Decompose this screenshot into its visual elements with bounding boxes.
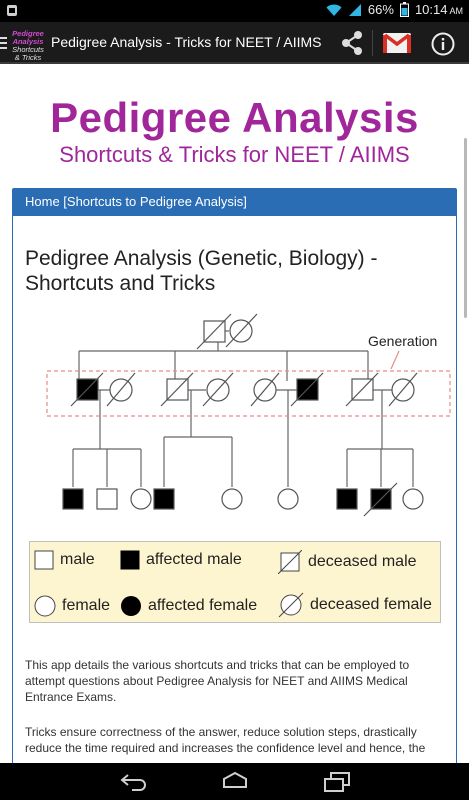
clock-ampm: AM	[449, 6, 464, 16]
app-logo-line4: & Tricks	[14, 53, 42, 62]
hero-title: Pedigree Analysis	[50, 94, 419, 141]
legend-deceased-male-label: deceased male	[308, 553, 417, 570]
notification-icon	[7, 5, 17, 16]
info-icon[interactable]	[430, 31, 456, 57]
app-logo-line1: Pedigree	[12, 29, 44, 38]
gen3-female-1	[130, 488, 152, 510]
scrollbar[interactable]	[464, 138, 467, 318]
legend-female-label: female	[62, 597, 111, 614]
gen3-female-2	[221, 488, 243, 510]
gen3-female-4	[402, 488, 424, 510]
app-logo-line2: Analysis	[12, 37, 44, 46]
home-icon[interactable]	[218, 771, 252, 791]
pedigree-diagram: Generation	[46, 313, 451, 517]
article-title: Pedigree Analysis (Genetic, Biology) - S…	[25, 247, 378, 295]
intro-paragraph: This app details the various shortcuts a…	[25, 658, 410, 704]
recent-apps-icon[interactable]	[322, 771, 352, 793]
legend-male-label: male	[60, 551, 95, 568]
clock-time: 10:14	[414, 2, 448, 17]
gen3-affected-male-1	[62, 488, 84, 510]
app-logo-line3: Shortcuts	[12, 45, 44, 54]
menu-icon[interactable]	[0, 34, 10, 52]
gen1-deceased-male	[196, 313, 232, 350]
breadcrumb[interactable]: Home [Shortcuts to Pedigree Analysis]	[13, 189, 456, 216]
battery-percent: 66%	[367, 2, 394, 17]
legend-affected-male-label: affected male	[146, 551, 242, 568]
action-separator	[372, 30, 373, 56]
web-content[interactable]: Pedigree Analysis Shortcuts & Tricks for…	[0, 66, 469, 763]
pedigree-legend: male affected male deceased male female …	[29, 541, 441, 623]
article-panel: Home [Shortcuts to Pedigree Analysis] Pe…	[12, 188, 457, 763]
gen3-affected-male-2	[153, 488, 175, 510]
legend-male: male	[34, 550, 95, 570]
deceased-female-symbol-icon	[278, 592, 304, 618]
male-symbol-icon	[34, 550, 54, 570]
legend-affected-female-label: affected female	[148, 597, 258, 614]
affected-male-symbol-icon	[120, 550, 140, 570]
tricks-paragraph: Tricks ensure correctness of the answer,…	[25, 725, 426, 755]
share-icon[interactable]	[334, 28, 370, 58]
gen3-male-1	[96, 488, 118, 510]
deceased-male-symbol-icon	[278, 550, 302, 574]
legend-female: female	[34, 595, 110, 617]
female-symbol-icon	[34, 595, 56, 617]
generation-label: Generation	[368, 333, 437, 349]
hero-subtitle: Shortcuts & Tricks for NEET / AIIMS	[59, 142, 410, 167]
legend-affected-male: affected male	[120, 550, 242, 570]
legend-affected-female: affected female	[120, 595, 257, 617]
back-icon[interactable]	[118, 771, 150, 791]
app-logo[interactable]: Pedigree Analysis Shortcuts & Tricks	[10, 26, 46, 62]
signal-icon	[348, 3, 361, 16]
battery-icon	[399, 2, 409, 17]
legend-deceased-female-label: deceased female	[310, 596, 432, 613]
wifi-icon	[326, 4, 342, 16]
affected-female-symbol-icon	[121, 596, 141, 616]
gmail-icon[interactable]	[382, 31, 412, 55]
action-bar: Pedigree Analysis Shortcuts & Tricks Ped…	[0, 22, 469, 64]
app-title: Pedigree Analysis - Tricks for NEET / AI…	[51, 34, 322, 50]
legend-deceased-male: deceased male	[278, 550, 417, 574]
navigation-bar	[0, 763, 469, 800]
legend-deceased-female: deceased female	[278, 592, 432, 618]
gen3-affected-male-3	[336, 488, 358, 510]
gen1-deceased-female	[225, 313, 258, 348]
gen3-female-3	[277, 488, 299, 510]
